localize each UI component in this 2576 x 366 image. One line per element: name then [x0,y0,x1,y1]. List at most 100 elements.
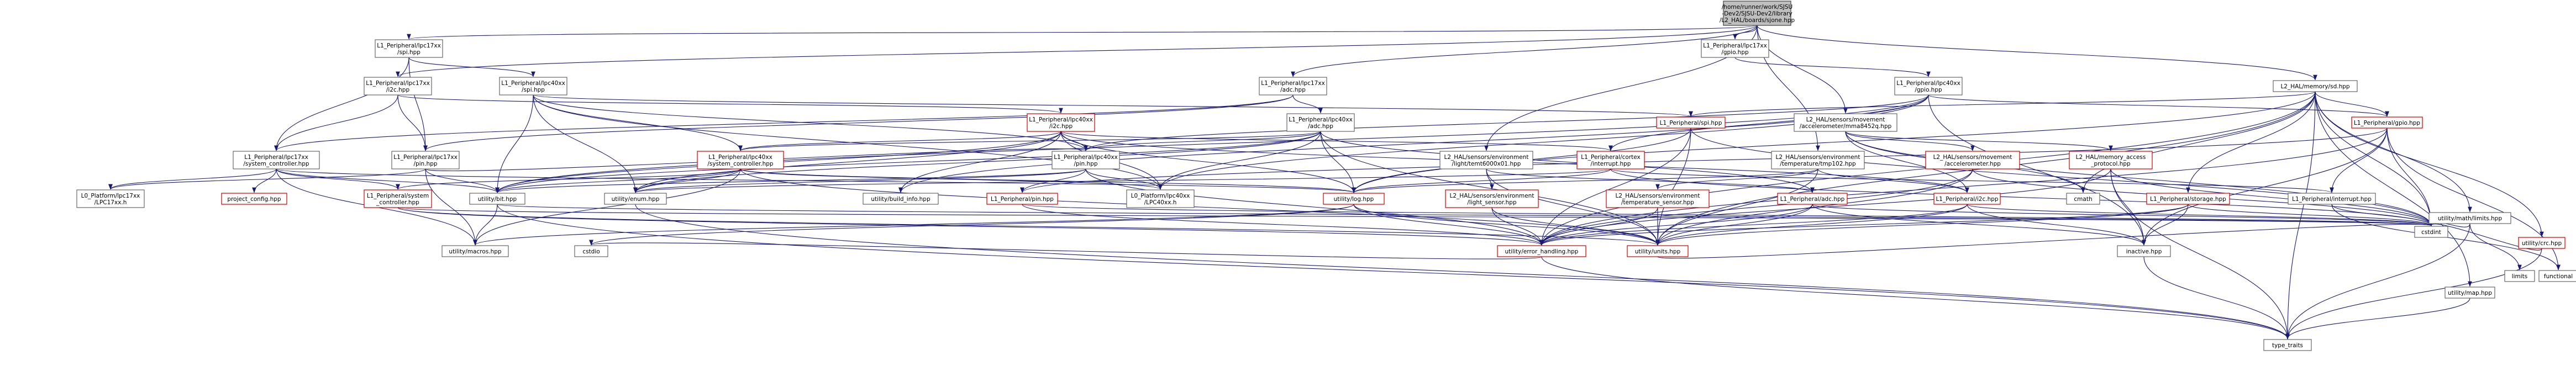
edge-lpc40_adc-to-l1_adc [1320,131,1815,193]
node-box [1576,151,1645,169]
node-box [1027,113,1095,132]
node-map-hpp[interactable]: utility/map.hpp [2444,287,2495,299]
node-tmp102[interactable]: L2_HAL/sensors/environment/temperature/t… [1771,151,1865,169]
edge-root-to-l2_sd [1757,25,2317,81]
node-label-line: /gpio.hpp [1915,87,1942,93]
node-l1-interrupt[interactable]: L1_Peripheral/interrupt.hpp [2288,193,2376,205]
node-label-line: /light_sensor.hpp [1467,199,1517,206]
node-lpc40-spi[interactable]: L1_Peripheral/lpc40xx/spi.hpp [499,77,567,96]
edge-lpc40_i2c-to-enum_hpp [633,131,1061,193]
node-temp-sensor[interactable]: L2_HAL/sensors/environment/temperature_s… [1606,189,1710,208]
node-cortex-int[interactable]: L1_Peripheral/cortex/interrupt.hpp [1576,151,1645,169]
node-lpc17-gpio[interactable]: L1_Peripheral/lpc17xx/gpio.hpp [1701,39,1769,58]
edge-l1_i2c-to-inactive [1967,204,2146,246]
edge-bit_hpp-to-macros [473,204,498,246]
node-lpc40-pin[interactable]: L1_Peripheral/lpc40xx/pin.hpp [1052,151,1120,169]
node-box [1323,193,1385,205]
edge-lpc40_gpio-to-lpc40_pin [1084,94,1929,151]
node-box [863,193,939,205]
node-label-line: L2_HAL/sensors/environment [1450,193,1534,199]
node-crc-hpp[interactable]: utility/crc.hpp [2518,237,2566,249]
edge-lpc40_pin-to-enum_hpp [633,168,1086,193]
node-label-line: L1_Peripheral/storage.hpp [2150,196,2226,203]
node-lpc17-adc[interactable]: L1_Peripheral/lpc17xx/adc.hpp [1259,77,1327,96]
node-build-info[interactable]: utility/build_info.hpp [863,193,939,205]
node-type-traits[interactable]: type_traits [2263,339,2312,351]
node-limits[interactable]: limits [2504,270,2535,282]
node-units[interactable]: utility/units.hpp [1627,245,1689,257]
node-l2-sd[interactable]: L2_HAL/memory/sd.hpp [2273,80,2358,92]
edge-cortex_int-to-enum_hpp [633,168,1611,193]
node-light-sensor[interactable]: L2_HAL/sensors/environment/light_sensor.… [1445,189,1539,208]
node-label-line: /interrupt.hpp [1591,161,1631,167]
node-l1-sysctl[interactable]: L1_Peripheral/system_controller.hpp [364,189,432,208]
node-l1-gpio[interactable]: L1_Peripheral/gpio.hpp [2351,116,2423,129]
node-lpc40-adc[interactable]: L1_Peripheral/lpc40xx/adc.hpp [1286,113,1355,132]
edge-l2_sd-to-log_hpp [1352,91,2316,193]
node-cstdint[interactable]: cstdint [2414,226,2448,238]
node-box [1925,151,2020,169]
node-project-config[interactable]: project_config.hpp [221,193,287,205]
node-cmath[interactable]: cmath [2066,193,2100,205]
node-temt6000[interactable]: L2_HAL/sensors/environment/light/temt600… [1439,151,1533,169]
node-l1-i2c[interactable]: L1_Peripheral/i2c.hpp [1933,193,2001,205]
node-inactive[interactable]: inactive.hpp [2117,245,2171,257]
edge-math_limits-to-limits [2469,223,2522,270]
node-label-line: /spi.hpp [397,49,420,56]
node-l1-storage[interactable]: L1_Peripheral/storage.hpp [2146,193,2230,205]
edge-lpc17_sysctl-to-lpc17xx_h [108,168,277,190]
edge-l1_storage-to-cstdint [2188,204,2433,226]
node-label-line: /temperature_sensor.hpp [1621,199,1694,206]
node-log-hpp[interactable]: utility/log.hpp [1323,193,1385,205]
node-label-line: L0_Platform/lpc17xx [81,193,140,199]
edge-l2_sd-to-l1_storage [2186,91,2316,193]
edge-l1_gpio-to-cstdint [2386,128,2433,226]
node-root[interactable]: /home/runner/work/SJSU-Dev2/SJSU-Dev2/li… [1720,1,1795,26]
node-box [1933,193,2001,205]
node-label-line: L1_Peripheral/gpio.hpp [2354,120,2421,126]
node-label-line: /i2c.hpp [1049,123,1073,130]
edge-lpc40_i2c-to-cortex_int [1060,131,1613,151]
node-label-line: type_traits [2272,342,2303,349]
node-layer: /home/runner/work/SJSU-Dev2/SJSU-Dev2/li… [76,1,2576,351]
node-box [1894,77,1963,96]
node-label-line: L1_Peripheral/lpc40xx [1896,80,1960,87]
node-macros[interactable]: utility/macros.hpp [441,245,509,257]
node-l1-spi[interactable]: L1_Peripheral/spi.hpp [1656,116,1726,129]
edge-root-to-lpc17_i2c [396,25,1758,77]
node-mma8452q[interactable]: L2_HAL/sensors/movement/accelerometer/mm… [1794,113,1897,132]
node-lpc40xx-h[interactable]: L0_Platform/lpc40xx/LPC40xx.h [1126,189,1195,208]
edge-lpc17_spi-to-lpc17_sysctl [274,57,409,151]
node-lpc40-gpio[interactable]: L1_Peripheral/lpc40xx/gpio.hpp [1894,77,1963,96]
node-error-handling[interactable]: utility/error_handling.hpp [1497,245,1586,257]
node-label-line: L2_HAL/memory_access [2076,154,2146,161]
node-cstdio[interactable]: cstdio [574,245,608,257]
node-lpc40-sysctl[interactable]: L1_Peripheral/lpc40xx/system_controller.… [697,151,784,169]
node-accel-hpp[interactable]: L2_HAL/sensors/movement/accelerometer.hp… [1925,151,2020,169]
node-enum-hpp[interactable]: utility/enum.hpp [604,193,667,205]
edge-l1_gpio-to-inactive [2142,128,2388,246]
node-lpc17-i2c[interactable]: L1_Peripheral/lpc17xx/i2c.hpp [364,77,432,96]
edge-temt6000-to-l1_adc [1486,168,1815,193]
node-mem-access[interactable]: L2_HAL/memory_access_protocol.hpp [2069,151,2153,169]
node-label-line: /L2_HAL/boards/sjone.hpp [1720,17,1795,24]
node-l1-pin[interactable]: L1_Peripheral/pin.hpp [986,193,1058,205]
node-box [1777,193,1848,205]
node-lpc17-sysctl[interactable]: L1_Peripheral/lpc17xx/system_controller.… [233,151,320,169]
node-lpc17-pin[interactable]: L1_Peripheral/lpc17xx/pin.hpp [391,151,460,169]
node-lpc17xx-h[interactable]: L0_Platform/lpc17xx/LPC17xx.h [76,189,145,208]
node-math-limits[interactable]: utility/math/limits.hpp [2428,212,2511,224]
node-lpc40-i2c[interactable]: L1_Peripheral/lpc40xx/i2c.hpp [1027,113,1095,132]
node-bit-hpp[interactable]: utility/bit.hpp [469,193,525,205]
node-label-line: /system_controller.hpp [243,161,309,167]
node-label-line: /system_controller.hpp [707,161,774,167]
edge-layer [108,25,2561,340]
node-l1-adc[interactable]: L1_Peripheral/adc.hpp [1777,193,1848,205]
node-functional[interactable]: functional [2538,270,2576,282]
node-label-line: utility/build_info.hpp [871,196,930,203]
node-label-line: L1_Peripheral/lpc17xx [1261,80,1325,87]
edge-log_hpp-to-cstdio [589,204,1354,246]
edge-l1_spi-to-units [1655,128,1691,246]
node-lpc17-spi[interactable]: L1_Peripheral/lpc17xx/spi.hpp [375,39,443,58]
edge-log_hpp-to-error_handling [1353,204,1544,246]
